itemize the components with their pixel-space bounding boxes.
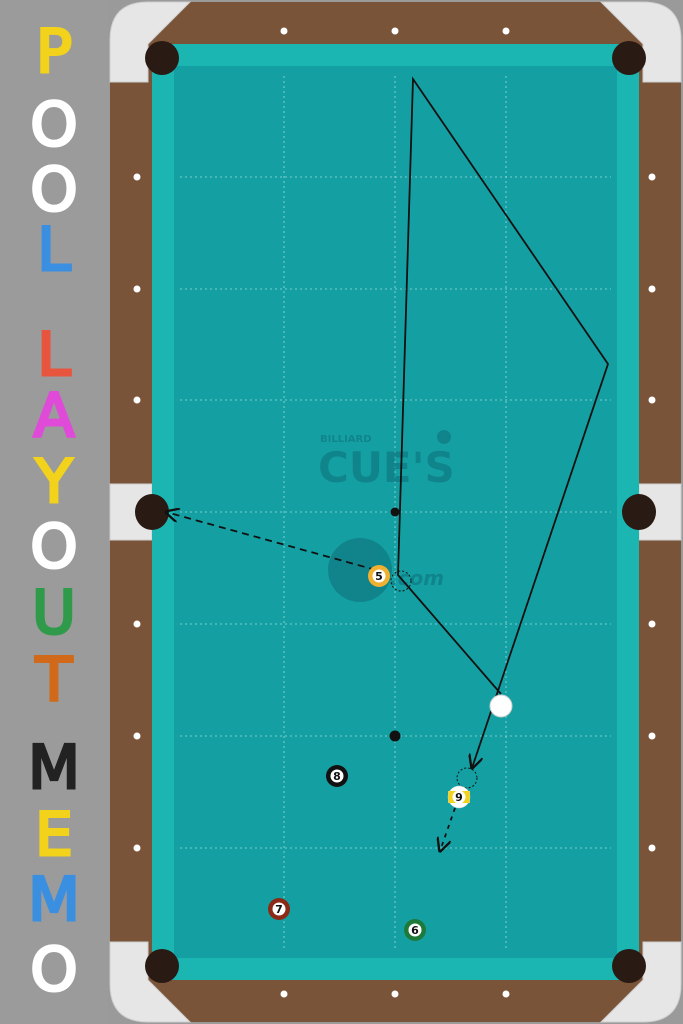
pocket-top-right	[612, 41, 646, 75]
watermark-small: BILLIARD	[320, 434, 372, 445]
title-letter: T	[34, 645, 74, 715]
watermark-large: CUE'S	[318, 443, 455, 492]
ball-5-number: 5	[375, 570, 383, 583]
title-letter: L	[36, 215, 72, 285]
title-letter: A	[32, 381, 76, 451]
pocket-middle-right	[622, 494, 656, 530]
title-letter: L	[36, 320, 72, 390]
cue-ball-path	[397, 76, 609, 768]
title-letter: M	[27, 865, 82, 935]
object-ball-5-path	[166, 512, 377, 571]
foot-spot	[389, 730, 401, 742]
cue-ball[interactable]	[489, 694, 513, 718]
ball-5[interactable]: 5	[368, 565, 390, 587]
pocket-bottom-left	[145, 949, 179, 983]
pool-table: BILLIARD CUE'S .com 5 9 8 7	[109, 1, 682, 1023]
pockets	[135, 41, 656, 983]
title-letter: O	[29, 155, 79, 225]
ball-7-number: 7	[275, 903, 283, 916]
title-letter: P	[34, 17, 73, 87]
ball-6[interactable]: 6	[404, 919, 426, 941]
ball-9[interactable]: 9	[447, 785, 471, 809]
ball-8-number: 8	[333, 770, 341, 783]
title-letter: O	[29, 512, 79, 582]
ball-6-number: 6	[411, 924, 419, 937]
ghost-ball-contact-5	[390, 570, 412, 592]
title-letter: U	[31, 578, 78, 648]
pocket-middle-left	[135, 494, 169, 530]
center-spot	[390, 507, 400, 517]
ball-7[interactable]: 7	[268, 898, 290, 920]
pocket-bottom-right	[612, 949, 646, 983]
ghost-ball-contact-9	[456, 767, 478, 789]
title-letter: M	[27, 733, 82, 803]
title-letter: O	[29, 90, 79, 160]
title-letter: Y	[34, 447, 74, 517]
pocket-top-left	[145, 41, 179, 75]
ball-8[interactable]: 8	[326, 765, 348, 787]
ball-9-number: 9	[455, 791, 463, 804]
title-letter: O	[29, 935, 79, 1005]
title-letter: E	[34, 800, 75, 870]
diamonds	[133, 27, 656, 998]
object-ball-9-path	[440, 807, 456, 851]
